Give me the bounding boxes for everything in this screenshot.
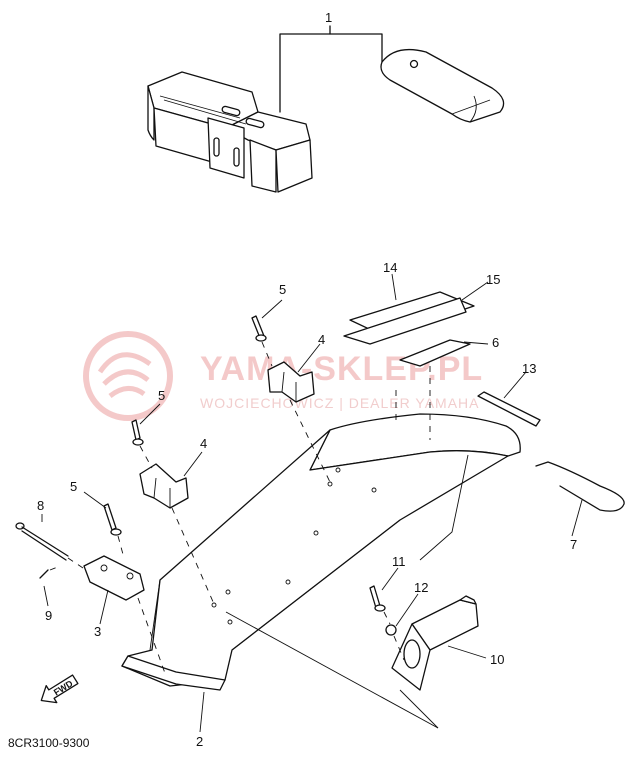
- callout-11: 11: [392, 554, 406, 569]
- part-1-bag: [147, 71, 313, 193]
- watermark-tagline: WOJCIECHOWICZ | DEALER YAMAHA: [200, 395, 479, 411]
- callout-5-mid: 5: [158, 388, 165, 403]
- part-2-tray: [121, 413, 521, 691]
- watermark-logo: [83, 331, 173, 421]
- part-7-hook: [535, 461, 625, 512]
- callout-15: 15: [486, 272, 500, 287]
- label-leaders: [41, 273, 583, 733]
- callout-6: 6: [492, 335, 499, 350]
- part-12-nut: [385, 624, 397, 636]
- callout-2: 2: [196, 734, 203, 749]
- callouts: 1 2 3 4 4 5 5 5 5 6 7 8 9 10 11 12 13 14…: [37, 10, 577, 749]
- callout-4-upper: 4: [318, 332, 325, 347]
- part-13-strip: [477, 391, 541, 427]
- callout-3: 3: [94, 624, 101, 639]
- callout-1: 1: [325, 10, 332, 25]
- part-4-bracket-upper: [267, 361, 315, 403]
- part-14-15-stickers: [343, 291, 475, 367]
- part-11-screw: [369, 585, 386, 612]
- callout-5-left: 5: [70, 479, 77, 494]
- callout-4-lower: 4: [200, 436, 207, 451]
- part-8-bolt: [15, 522, 69, 561]
- diagram-code: 8CR3100-9300: [8, 736, 90, 750]
- callout-7: 7: [570, 537, 577, 552]
- fwd-arrow: FWD: [40, 674, 79, 704]
- part-9-pin: [39, 569, 49, 579]
- callout-8: 8: [37, 498, 44, 513]
- callout-10: 10: [490, 652, 504, 667]
- callout-13: 13: [522, 361, 536, 376]
- callout-14: 14: [383, 260, 397, 275]
- dashed-leaders: [49, 341, 431, 677]
- part-4-bracket-lower: [139, 463, 189, 509]
- part-10-bracket: [391, 595, 479, 691]
- callout-12: 12: [414, 580, 428, 595]
- callout-5-top: 5: [279, 282, 286, 297]
- callout-9: 9: [45, 608, 52, 623]
- part-1-pouch: [380, 48, 505, 123]
- part-3-bracket: [83, 555, 145, 601]
- part-5-screws: [103, 315, 267, 536]
